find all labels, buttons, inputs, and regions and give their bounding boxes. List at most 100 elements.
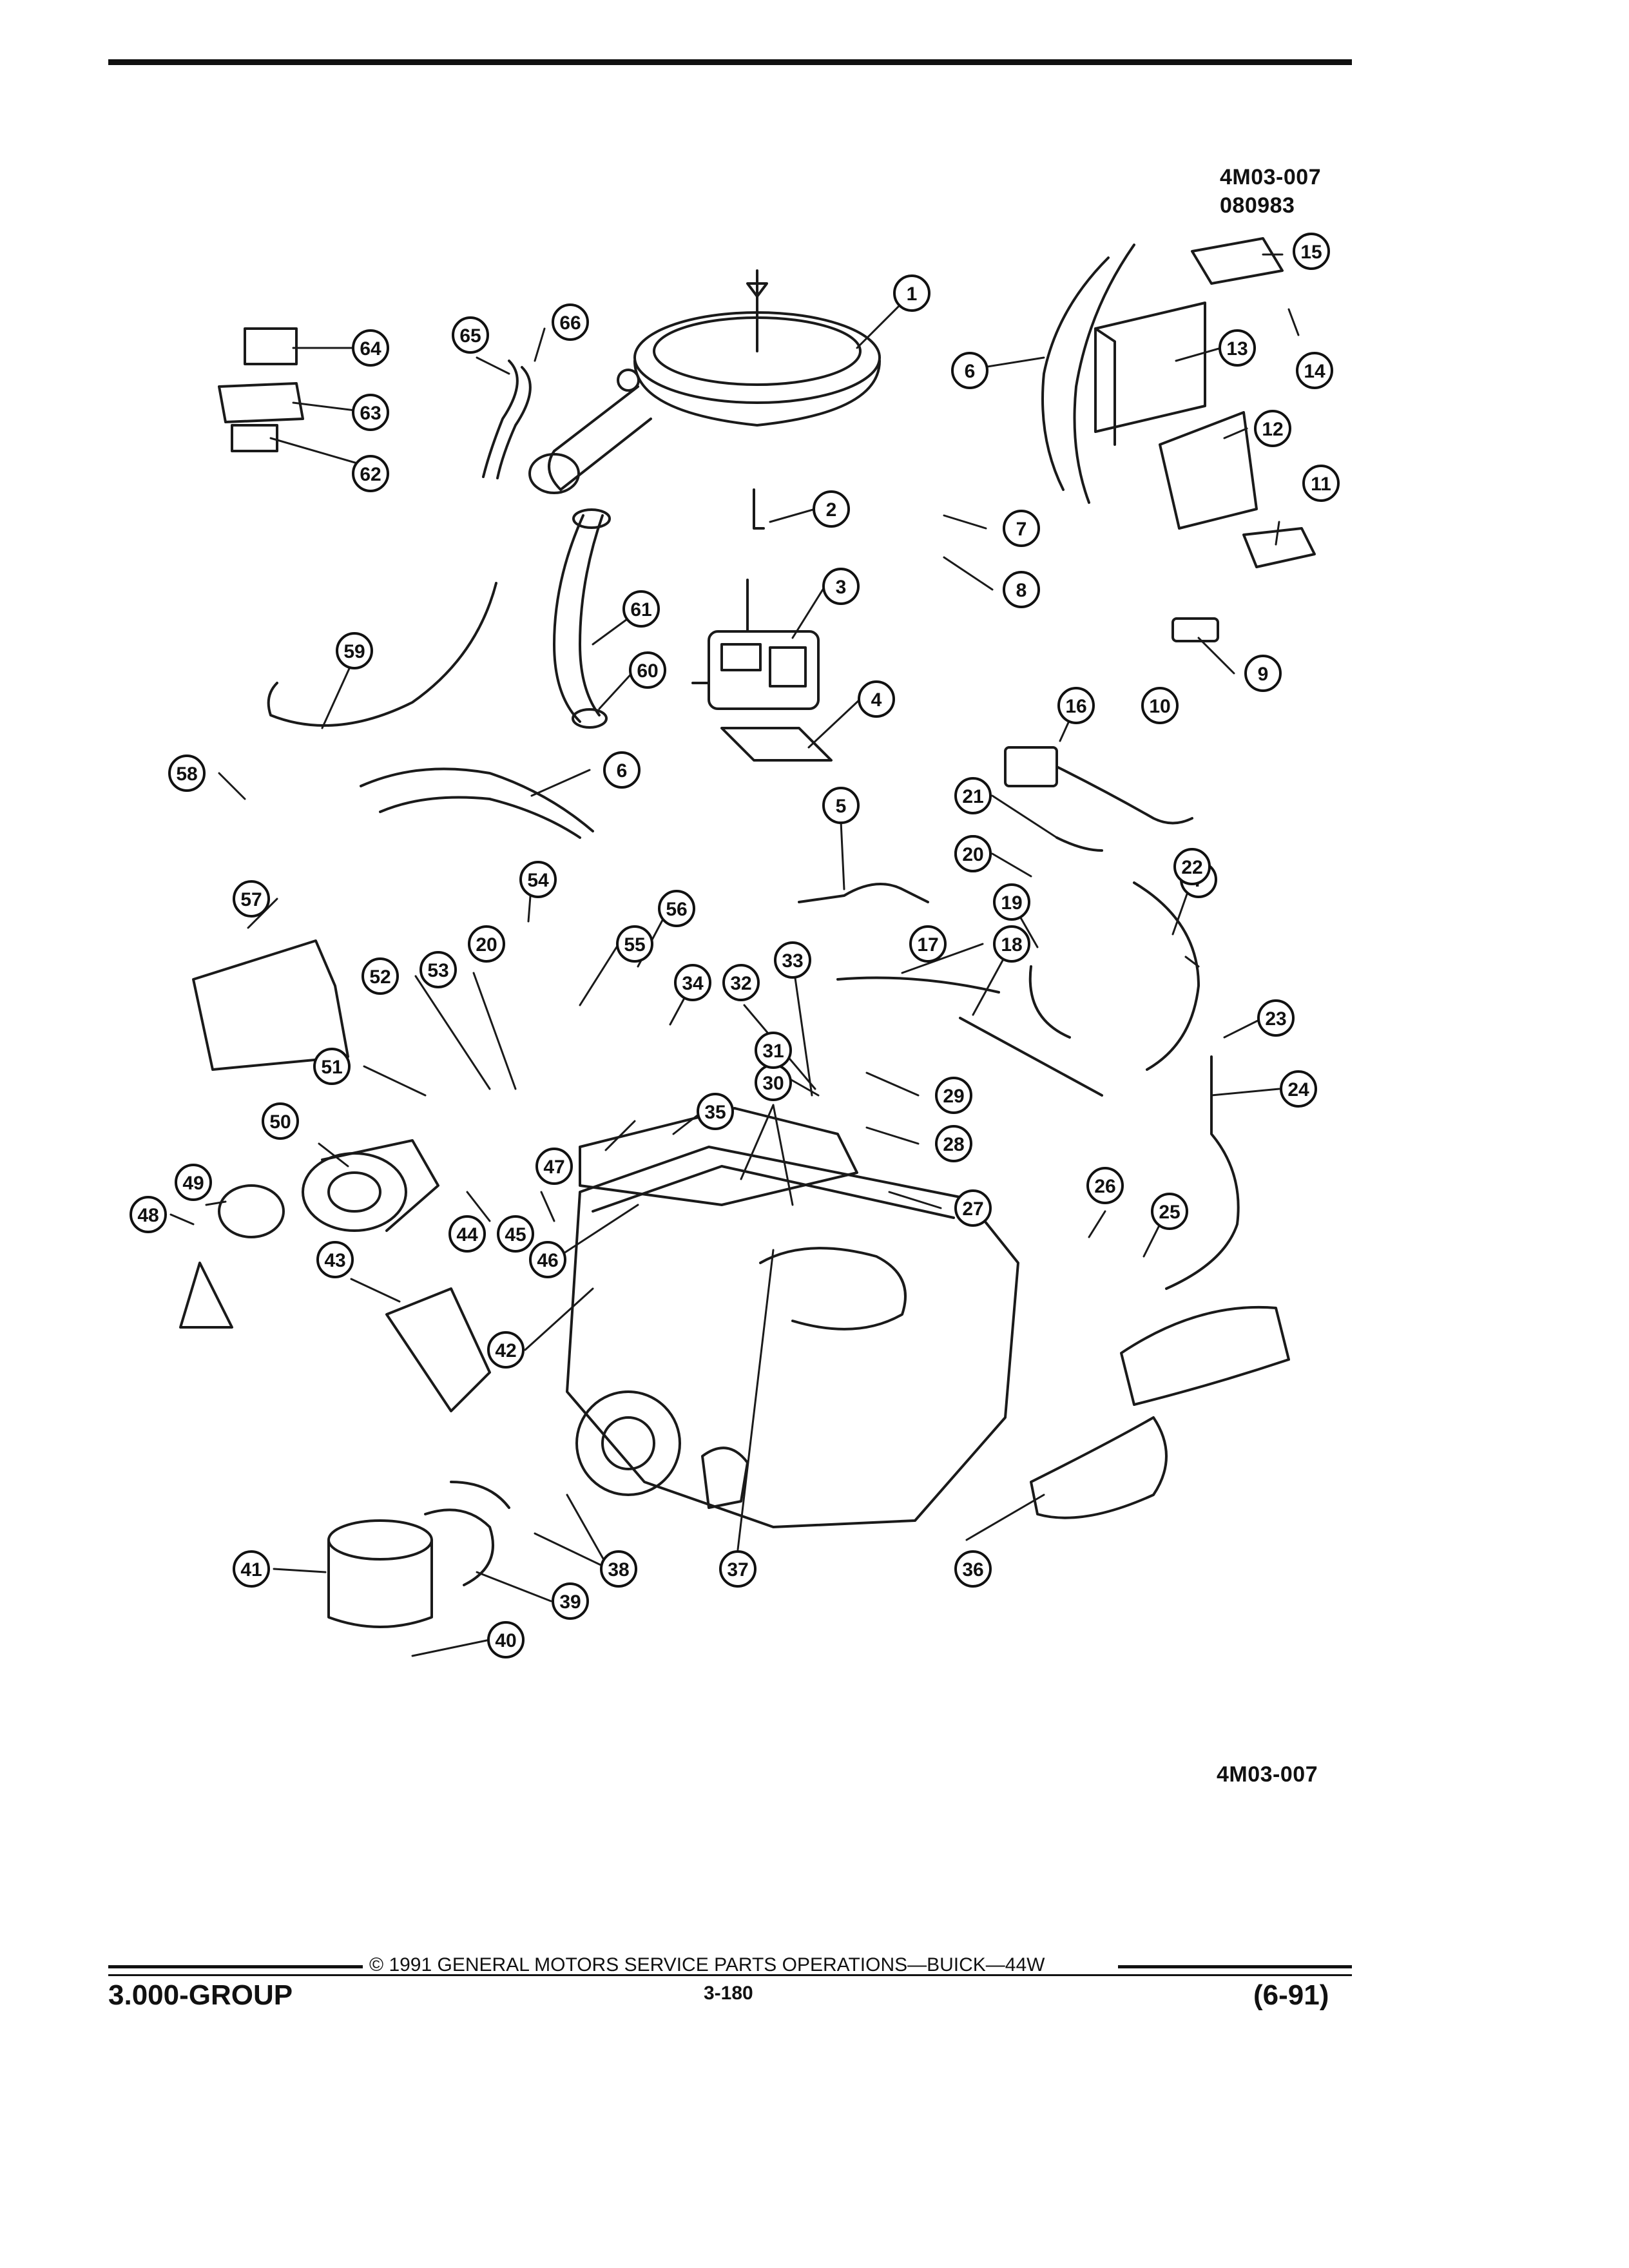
callout-37: 37 [719,1550,757,1588]
callout-number: 40 [495,1630,516,1651]
callout-56: 56 [658,890,695,927]
callout-55: 55 [616,925,653,963]
callout-32: 32 [722,964,760,1001]
callout-circle [487,1621,525,1658]
bracket-43-drawing [385,1287,491,1412]
callout-40: 40 [487,1621,525,1658]
callout-number: 61 [630,599,651,620]
callout-number: 66 [559,312,581,334]
callout-circle [1244,655,1282,692]
vacuum-line-59-drawing [267,582,497,727]
callout-number: 2 [826,499,837,521]
callout-number: 32 [730,973,751,994]
callout-19: 19 [993,883,1030,921]
gasket-drawing [720,727,833,762]
callout-circle [262,1102,299,1140]
callout-circle [452,316,489,354]
compressor-drawing [302,1139,439,1232]
callout-circle [468,925,505,963]
revision-code: (6-91) [1253,1979,1329,2011]
callout-58: 58 [168,754,206,792]
callout-number: 34 [682,973,704,994]
callout-circle [697,1093,734,1130]
leader-lines [169,253,1300,1657]
callout-circle [674,964,711,1001]
group-label: 3.000-GROUP [108,1979,293,2011]
callout-number: 9 [1258,664,1269,685]
callout-number: 64 [360,338,381,360]
callout-46: 46 [529,1241,566,1278]
callout-number: 59 [343,641,365,662]
callout-circle [813,490,850,528]
callout-61: 61 [622,590,660,628]
bracket-57-drawing [192,939,349,1071]
callout-number: 13 [1226,338,1248,360]
part-11-drawing [1242,527,1316,568]
callout-number: 63 [360,403,381,424]
callout-circle [1151,1193,1188,1230]
callout-circle [175,1164,212,1201]
callout-64: 64 [352,329,389,367]
hose-38-39-drawing [424,1508,494,1586]
page-number: 3-180 [704,1983,753,2004]
callout-54: 54 [519,861,557,898]
callout-circle [1086,1167,1124,1204]
callout-circle [1280,1070,1317,1108]
callout-circle [722,964,760,1001]
callout-number: 49 [182,1173,204,1194]
callout-circle [535,1148,573,1185]
callout-circle [1141,687,1179,724]
callout-circle [935,1077,972,1114]
callout-13: 13 [1219,329,1256,367]
callout-number: 16 [1065,696,1086,717]
callout-circle [1293,233,1330,270]
callout-circle [552,303,589,341]
bracket-48-drawing [179,1262,233,1329]
callout-25: 25 [1151,1193,1188,1230]
callout-circle [233,1550,270,1588]
callout-number: 20 [962,844,983,865]
callout-number: 33 [782,950,803,972]
callout-number: 7 [1016,519,1027,540]
callout-circle [529,1241,566,1278]
callout-21: 21 [954,777,992,814]
air-cleaner-drawing [528,269,881,530]
callout-1: 1 [893,274,930,312]
callout-circle [822,568,860,605]
callout-12: 12 [1254,410,1291,447]
callout-number: 51 [321,1057,342,1078]
callout-3: 3 [822,568,860,605]
callout-number: 10 [1149,696,1170,717]
callout-number: 58 [176,764,197,785]
callout-circle [1296,352,1333,389]
copyright-line: © 1991 GENERAL MOTORS SERVICE PARTS OPER… [369,1954,1045,1975]
canister-drawing [327,1519,433,1628]
sensor-5-drawing [798,883,929,903]
callout-39: 39 [552,1582,589,1620]
callout-31: 31 [755,1032,792,1069]
callout-circle [1257,999,1295,1037]
callout-circle [893,274,930,312]
callout-number: 60 [637,660,658,682]
callout-number: 30 [762,1073,784,1094]
callout-43: 43 [316,1241,354,1278]
callout-circle [603,751,641,789]
callout-63: 63 [352,394,389,431]
callout-number: 42 [495,1340,516,1361]
callout-number: 38 [608,1559,629,1581]
callout-number: 29 [943,1086,964,1107]
part-64-drawing [244,327,298,365]
callout-circle [1173,848,1211,885]
callout-circle [352,329,389,367]
callout-circle [313,1048,351,1085]
exhaust-part-drawing [1120,1305,1290,1406]
callout-circle [1254,410,1291,447]
callout-circle [909,925,947,963]
callout-circle [600,1550,637,1588]
callout-number: 53 [427,960,448,981]
callout-14: 14 [1296,352,1333,389]
callout-35: 35 [697,1093,734,1130]
callout-circle [822,787,860,824]
drawing-code-bottom: 4M03-007 [1217,1762,1318,1787]
